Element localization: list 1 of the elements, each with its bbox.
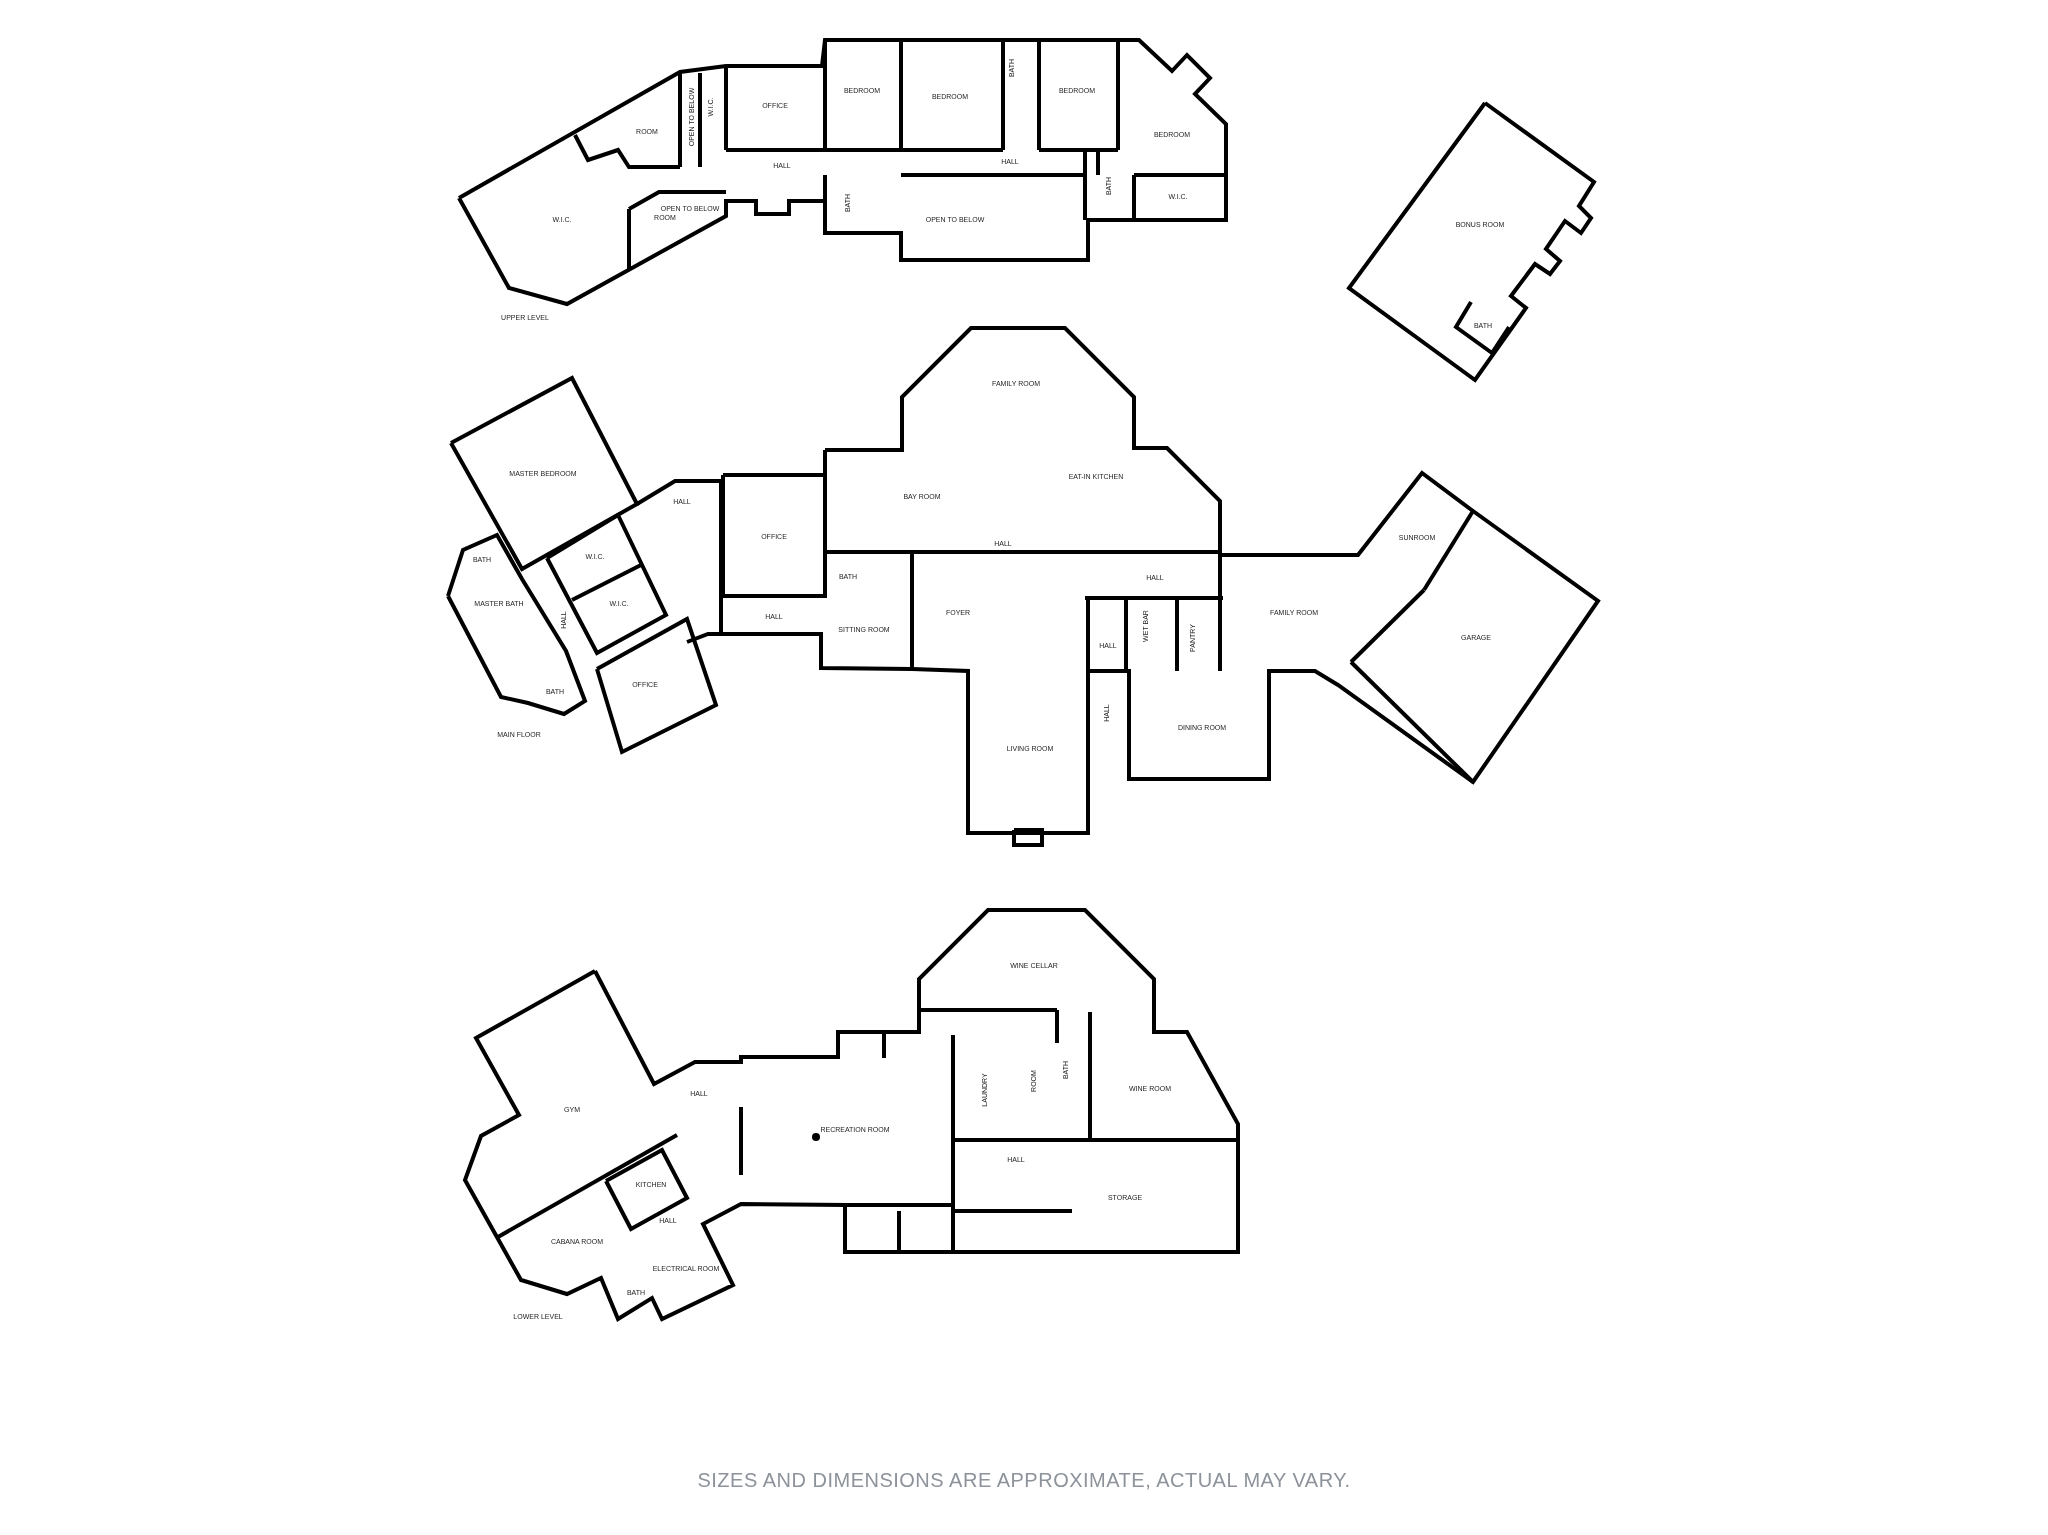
disclaimer-note: SIZES AND DIMENSIONS ARE APPROXIMATE, ACTUAL MAY VARY. <box>697 1469 1351 1492</box>
